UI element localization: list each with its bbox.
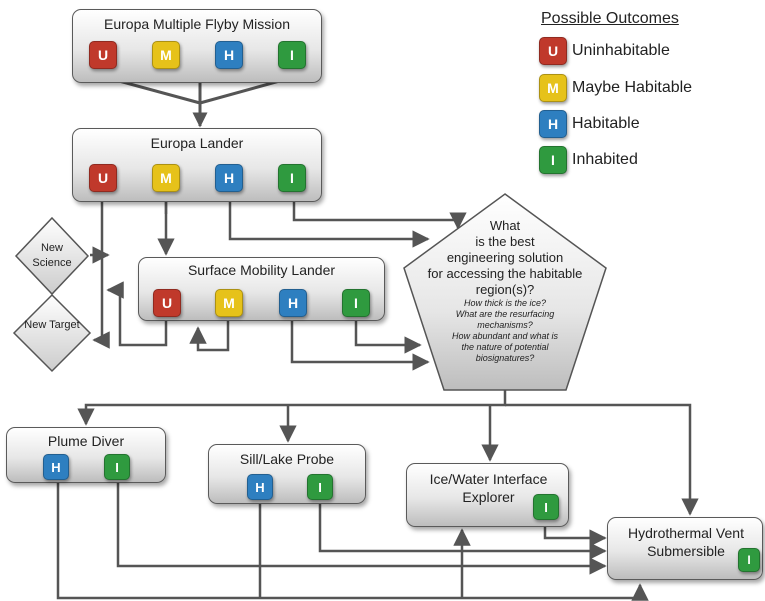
mobility-u-badge: U (153, 289, 181, 317)
plume-diver-box: Plume Diver H I (6, 427, 166, 483)
plume-i-line (116, 480, 607, 575)
surface-mobility-title: Surface Mobility Lander (187, 262, 336, 278)
lander-u-badge: U (89, 164, 117, 192)
lander-u-line (92, 201, 110, 349)
sill-h-badge: H (247, 474, 273, 500)
question-pentagon (403, 193, 607, 391)
question-sub-4: How abundant and what is (451, 331, 559, 341)
ice-water-title: Ice/Water Interface Explorer (407, 470, 570, 506)
lander-i-badge: I (278, 164, 306, 192)
legend-m-badge: M (539, 74, 567, 102)
icewater-i-line (543, 526, 607, 547)
mobility-i-to-question (354, 320, 422, 354)
question-sub-6: biosignatures? (475, 353, 535, 363)
question-line-4: for accessing the habitable (427, 266, 583, 281)
hydrothermal-box: Hydrothermal Vent Submersible I (607, 517, 763, 580)
question-sub-2: What are the resurfacing (455, 309, 555, 319)
legend-u-badge: U (539, 37, 567, 65)
question-line-1: What (489, 218, 521, 233)
mobility-h-badge: H (279, 289, 307, 317)
ice-water-title-line-1: Ice/Water Interface (429, 471, 548, 487)
new-science-label: New Science (32, 242, 72, 269)
plume-h-badge: H (43, 454, 69, 480)
question-line-5: region(s)? (475, 282, 535, 297)
legend-i-badge: I (539, 146, 567, 174)
question-line-2: is the best (475, 234, 535, 249)
flyby-mission-box: Europa Multiple Flyby Mission U M H I (72, 9, 322, 83)
legend-u-label: Uninhabitable (572, 42, 670, 59)
hydrothermal-title: Hydrothermal Vent Submersible (608, 524, 764, 560)
europa-lander-box: Europa Lander U M H I (72, 128, 322, 202)
sill-i-badge: I (307, 474, 333, 500)
question-down (77, 385, 507, 426)
flyby-mission-title: Europa Multiple Flyby Mission (104, 16, 290, 32)
new-target-label: New Target (24, 319, 80, 331)
question-text: What is the best engineering solution fo… (410, 218, 600, 364)
question-line-3: engineering solution (446, 250, 564, 265)
plume-i-badge: I (104, 454, 130, 480)
mobility-h-to-question (290, 320, 430, 371)
legend-h-label: Habitable (572, 115, 640, 132)
legend-i-label: Inhabited (572, 151, 638, 168)
mobility-m-loop (189, 320, 230, 352)
plume-diver-title: Plume Diver (47, 433, 125, 449)
flyby-u-badge: U (89, 41, 117, 69)
lander-m-to-new-science (90, 201, 168, 255)
legend-h-badge: H (539, 110, 567, 138)
lander-i-to-question (292, 201, 467, 230)
sill-i-line (318, 503, 607, 560)
ice-water-title-line-2: Explorer (462, 489, 515, 505)
mobility-u-back (106, 281, 168, 347)
legend-title: Possible Outcomes (541, 10, 679, 27)
sill-lake-title: Sill/Lake Probe (239, 451, 335, 467)
plume-h-line (56, 480, 649, 601)
question-sub-5: the nature of potential (461, 342, 549, 352)
hydrothermal-title-line-1: Hydrothermal Vent (628, 525, 744, 541)
ice-water-box: Ice/Water Interface Explorer I (406, 463, 569, 527)
question-sub-1: How thick is the ice? (463, 298, 547, 308)
sill-lake-box: Sill/Lake Probe H I (208, 444, 366, 504)
question-sub-3: mechanisms? (477, 320, 533, 330)
surface-mobility-box: Surface Mobility Lander U M H I (138, 257, 385, 321)
legend-m-label: Maybe Habitable (572, 79, 693, 96)
hydrothermal-title-line-2: Submersible (647, 543, 725, 559)
lander-m-badge: M (152, 164, 180, 192)
hydrothermal-i-badge: I (738, 548, 760, 572)
to-hydro (505, 403, 699, 516)
mobility-i-badge: I (342, 289, 370, 317)
europa-lander-title: Europa Lander (150, 135, 244, 151)
mobility-m-badge: M (215, 289, 243, 317)
lander-h-to-question (228, 201, 430, 248)
flyby-i-badge: I (278, 41, 306, 69)
lander-h-badge: H (215, 164, 243, 192)
new-target-diamond (12, 293, 92, 373)
ice-water-i-badge: I (533, 494, 559, 520)
flyby-m-badge: M (152, 41, 180, 69)
flyby-to-lander-arrow (103, 75, 295, 126)
flyby-h-badge: H (215, 41, 243, 69)
